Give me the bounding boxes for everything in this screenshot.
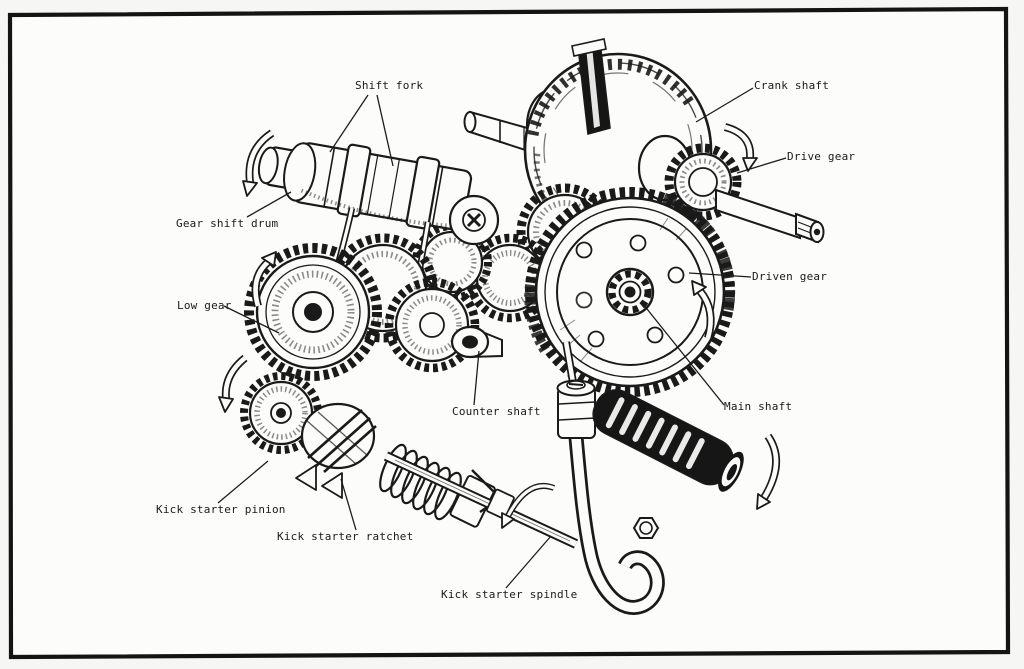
label-shift-fork: Shift fork [355,79,424,92]
counter-shaft-end [450,325,503,359]
label-main-shaft: Main shaft [724,400,793,413]
ratchet-engage-arrow-icons [295,464,343,499]
label-low-gear: Low gear [177,299,232,312]
crank-right-shaft [715,188,825,244]
label-driven-gear: Driven gear [752,270,828,283]
leader-lines [217,87,787,589]
border-frame [7,6,1011,660]
label-crank-shaft: Crank shaft [754,79,830,92]
rotation-arrow-icon-drive-gear [723,123,758,172]
label-counter-shaft: Counter shaft [452,405,541,418]
driven-gear [524,187,736,397]
rotation-arrow-icon-gear-shift-drum [242,129,275,197]
gear-shift-drum [257,142,500,246]
rotation-arrow-icon-kick-spindle [501,482,556,529]
label-kick-starter-pinion: Kick starter pinion [156,503,286,516]
rotation-arrow-icon-kick-pedal [756,433,781,510]
label-kick-starter-ratchet: Kick starter ratchet [277,530,414,543]
low-gear [244,243,382,381]
label-drive-gear: Drive gear [787,150,856,163]
kick-pedal-grip [592,389,744,492]
kick-starter-ratchet [300,402,377,473]
label-kick-starter-spindle: Kick starter spindle [441,588,578,601]
paper-background [10,9,1008,657]
label-gear-shift-drum: Gear shift drum [176,217,279,230]
kick-pedal [556,341,744,615]
rotation-arrow-icon-kick-pinion [218,354,248,413]
rotation-arrow-icon-driven-gear [691,280,715,340]
rotation-arrow-icon-low-gear [251,251,277,308]
